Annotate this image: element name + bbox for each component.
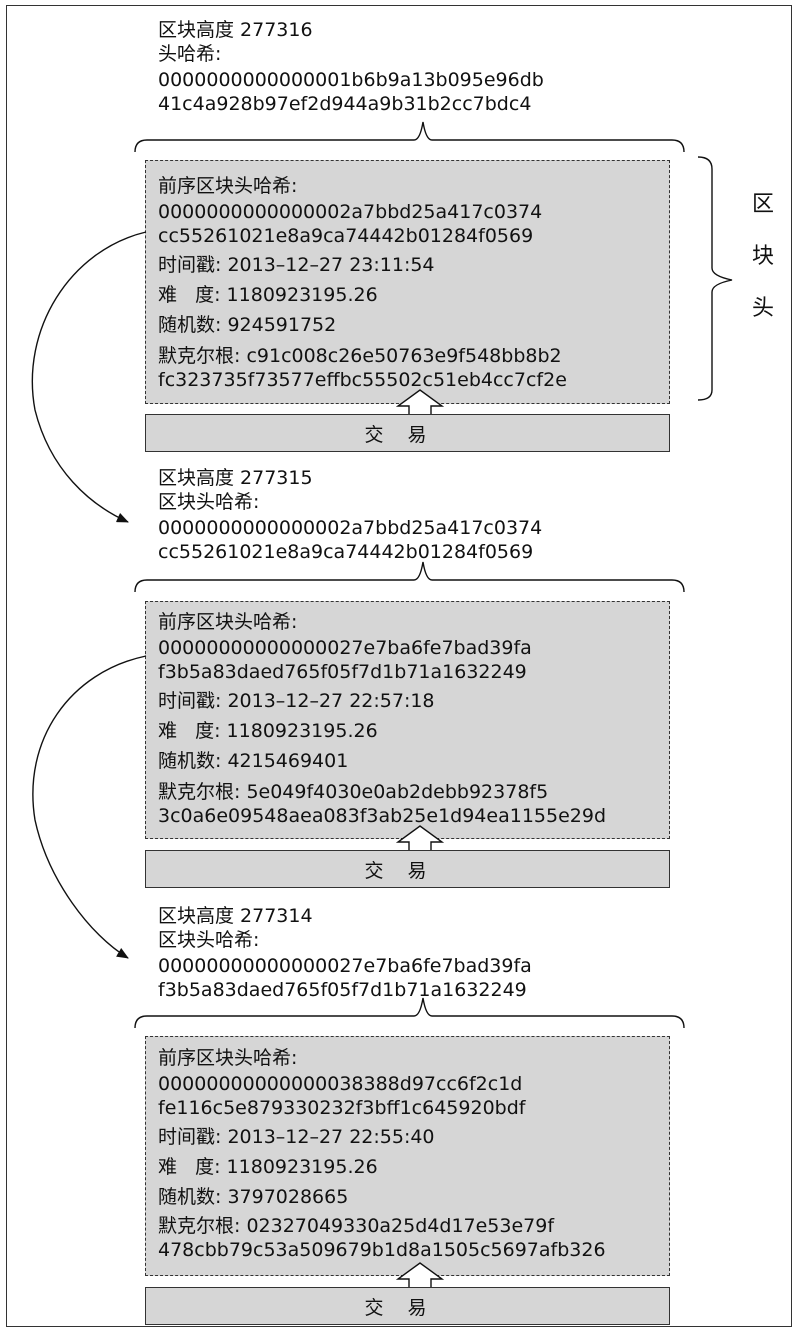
transactions-box: 交易 [145,850,670,888]
block-hash-line-1: 00000000000000027e7ba6fe7bad39fa [158,955,532,977]
side-label-char: 区 [752,192,775,217]
nonce: 随机数: 3797028665 [158,1186,349,1208]
block-height-277314: 区块高度 277314 [158,905,313,927]
block-hash-line-2: cc55261021e8a9ca74442b01284f0569 [158,541,534,563]
prev-hash-line-2: fe116c5e879330232f3bff1c645920bdf [158,1097,526,1119]
merkle-root-line-2: fc323735f73577effbc55502c51eb4cc7cf2e [158,369,567,391]
difficulty: 难 度: 1180923195.26 [158,284,378,306]
block-hash-line-1: 0000000000000002a7bbd25a417c0374 [158,517,543,539]
block-height-277316: 区块高度 277316 [158,19,313,41]
prev-hash-label: 前序区块头哈希: [158,1047,298,1069]
block-hash-line-1: 0000000000000001b6b9a13b095e96db [158,69,544,91]
difficulty: 难 度: 1180923195.26 [158,1156,378,1178]
prev-hash-line-1: 0000000000000002a7bbd25a417c0374 [158,201,543,223]
chain-arrow-icon [32,655,147,959]
merkle-root-line-2: 478cbb79c53a509679b1d8a1505c5697afb326 [158,1239,606,1261]
block-height-277315: 区块高度 277315 [158,467,313,489]
up-arrow-icon [395,825,445,850]
prev-hash-line-2: cc55261021e8a9ca74442b01284f0569 [158,225,534,247]
up-arrow-icon [395,389,445,414]
timestamp: 时间戳: 2013–12–27 22:57:18 [158,690,435,712]
chain-arrow-icon [31,231,147,523]
up-arrow-icon [395,1262,445,1287]
prev-hash-line-1: 00000000000000027e7ba6fe7bad39fa [158,637,532,659]
timestamp: 时间戳: 2013–12–27 22:55:40 [158,1126,435,1148]
block-hash-label: 区块头哈希: [158,491,260,513]
merkle-root-line-1: 默克尔根: c91c008c26e50763e9f548bb8b2 [158,345,562,367]
block-hash-label: 头哈希: [158,43,222,65]
timestamp: 时间戳: 2013–12–27 23:11:54 [158,254,435,276]
merkle-root-line-1: 默克尔根: 5e049f4030e0ab2debb92378f5 [158,781,549,803]
transactions-box: 交易 [145,414,670,452]
side-label-char: 头 [752,296,775,321]
difficulty: 难 度: 1180923195.26 [158,720,378,742]
merkle-root-line-1: 默克尔根: 02327049330a25d4d17e53e79f [158,1215,555,1237]
prev-hash-label: 前序区块头哈希: [158,175,298,197]
block-header-box [145,1036,670,1276]
block-hash-label: 区块头哈希: [158,929,260,951]
merkle-root-line-2: 3c0a6e09548aea083f3ab25e1d94ea1155e29d [158,805,607,827]
nonce: 随机数: 4215469401 [158,750,349,772]
block-hash-line-2: 41c4a928b97ef2d944a9b31b2cc7bdc4 [158,93,532,115]
prev-hash-line-2: f3b5a83daed765f05f7d1b71a1632249 [158,661,527,683]
side-label-char: 块 [752,244,775,269]
block-header-box [145,601,670,839]
brace-block-277315 [134,561,685,593]
brace-block-277316 [134,121,685,153]
nonce: 随机数: 924591752 [158,314,337,336]
transactions-box: 交易 [145,1287,670,1325]
brace-block-header [697,156,733,401]
diagram-frame [6,5,792,1327]
block-hash-line-2: f3b5a83daed765f05f7d1b71a1632249 [158,979,527,1001]
prev-hash-line-1: 00000000000000038388d97cc6f2c1d [158,1073,523,1095]
brace-block-277314 [134,997,685,1029]
prev-hash-label: 前序区块头哈希: [158,611,298,633]
